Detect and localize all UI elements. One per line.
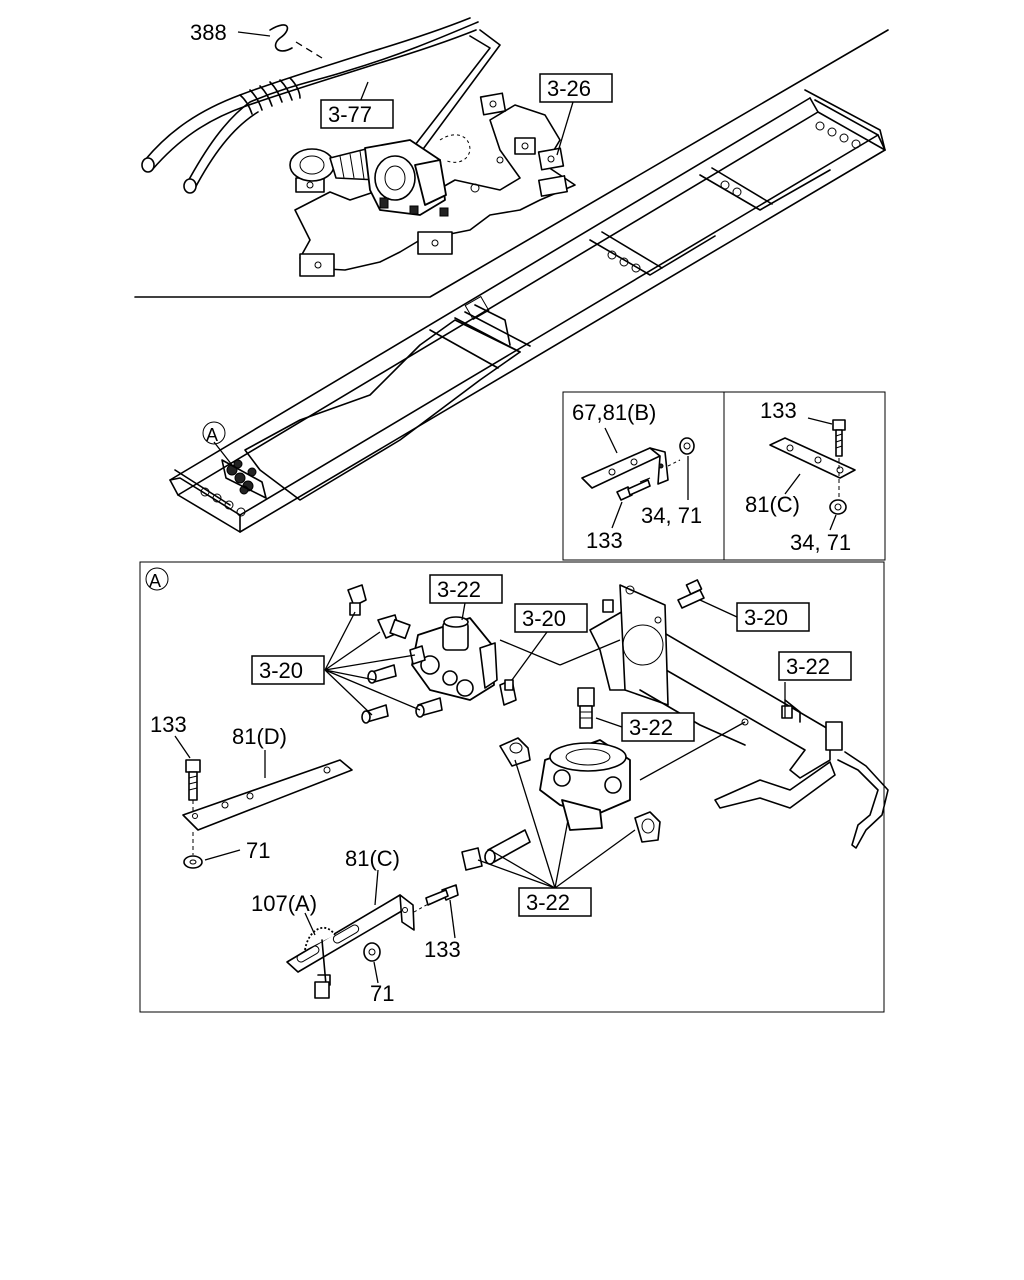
label-71-bottom: 71 [370, 981, 394, 1006]
label-34-71-inset-c: 34, 71 [790, 530, 851, 555]
leader-lines [174, 81, 786, 984]
ref-tag-3-22-bottom[interactable]: 3-22 [518, 887, 592, 917]
hose-coil [239, 77, 301, 115]
svg-text:3-20: 3-20 [522, 606, 566, 631]
label-133-inset-b: 133 [586, 528, 623, 553]
clamp-107a [304, 926, 336, 999]
detail-a-frame [139, 561, 885, 1013]
label-67-81b: 67,81(B) [572, 400, 656, 425]
ref-tag-3-22-right[interactable]: 3-22 [778, 651, 852, 681]
valve-cluster-on-frame [221, 459, 267, 499]
ref-tag-3-20-left[interactable]: 3-20 [251, 655, 325, 685]
chassis-frame [169, 89, 886, 533]
svg-text:3-22: 3-22 [629, 715, 673, 740]
svg-text:3-20: 3-20 [259, 658, 303, 683]
nut-71-bottom [363, 942, 381, 962]
label-388: 388 [190, 20, 227, 45]
bracket-81c-inset [769, 437, 856, 479]
section-divider [134, 29, 889, 298]
label-81c-inset: 81(C) [745, 492, 800, 517]
nut-inset-b [679, 437, 695, 455]
ref-tag-3-22-center[interactable]: 3-22 [621, 712, 695, 742]
svg-text:3-22: 3-22 [526, 890, 570, 915]
svg-text:A: A [206, 425, 218, 445]
label-34-71-inset-b: 34, 71 [641, 503, 702, 528]
ref-tag-3-26[interactable]: 3-26 [539, 73, 613, 103]
inset-panels [562, 391, 886, 561]
bolt-133-detail [185, 759, 201, 801]
nut-inset-c [829, 499, 847, 515]
label-133-inset-c: 133 [760, 398, 797, 423]
label-71-left: 71 [246, 838, 270, 863]
label-81c-detail: 81(C) [345, 846, 400, 871]
relay-valve-lower [461, 687, 661, 871]
label-133-bottom: 133 [424, 937, 461, 962]
bracket-81b [581, 447, 681, 489]
callout-a-frame: A [202, 421, 226, 445]
callout-a-detail: A [145, 567, 169, 591]
bracket-81d [182, 759, 353, 831]
svg-text:3-77: 3-77 [328, 102, 372, 127]
label-133-left: 133 [150, 712, 187, 737]
relay-valve-upper [347, 584, 517, 724]
break-symbol [269, 24, 293, 52]
bolt-133-inset-b [616, 479, 651, 501]
svg-text:3-20: 3-20 [744, 605, 788, 630]
label-81d: 81(D) [232, 724, 287, 749]
bolt-133-inset-c [832, 419, 846, 457]
ref-tag-3-20-mid[interactable]: 3-20 [514, 603, 588, 633]
ref-tag-3-77[interactable]: 3-77 [320, 99, 394, 129]
rail-holes [200, 121, 861, 517]
ref-tag-3-22-top[interactable]: 3-22 [429, 574, 503, 604]
svg-text:A: A [149, 571, 161, 591]
nut-71-detail [183, 855, 203, 869]
svg-text:3-26: 3-26 [547, 76, 591, 101]
label-107a: 107(A) [251, 891, 317, 916]
bracket-81c-detail [286, 894, 415, 973]
large-mounting-bracket [589, 579, 889, 849]
svg-text:3-22: 3-22 [437, 577, 481, 602]
ref-tag-3-20-right[interactable]: 3-20 [736, 602, 810, 632]
bolt-133-bottom [425, 884, 459, 906]
top-valve-assembly [141, 17, 576, 277]
svg-text:3-22: 3-22 [786, 654, 830, 679]
